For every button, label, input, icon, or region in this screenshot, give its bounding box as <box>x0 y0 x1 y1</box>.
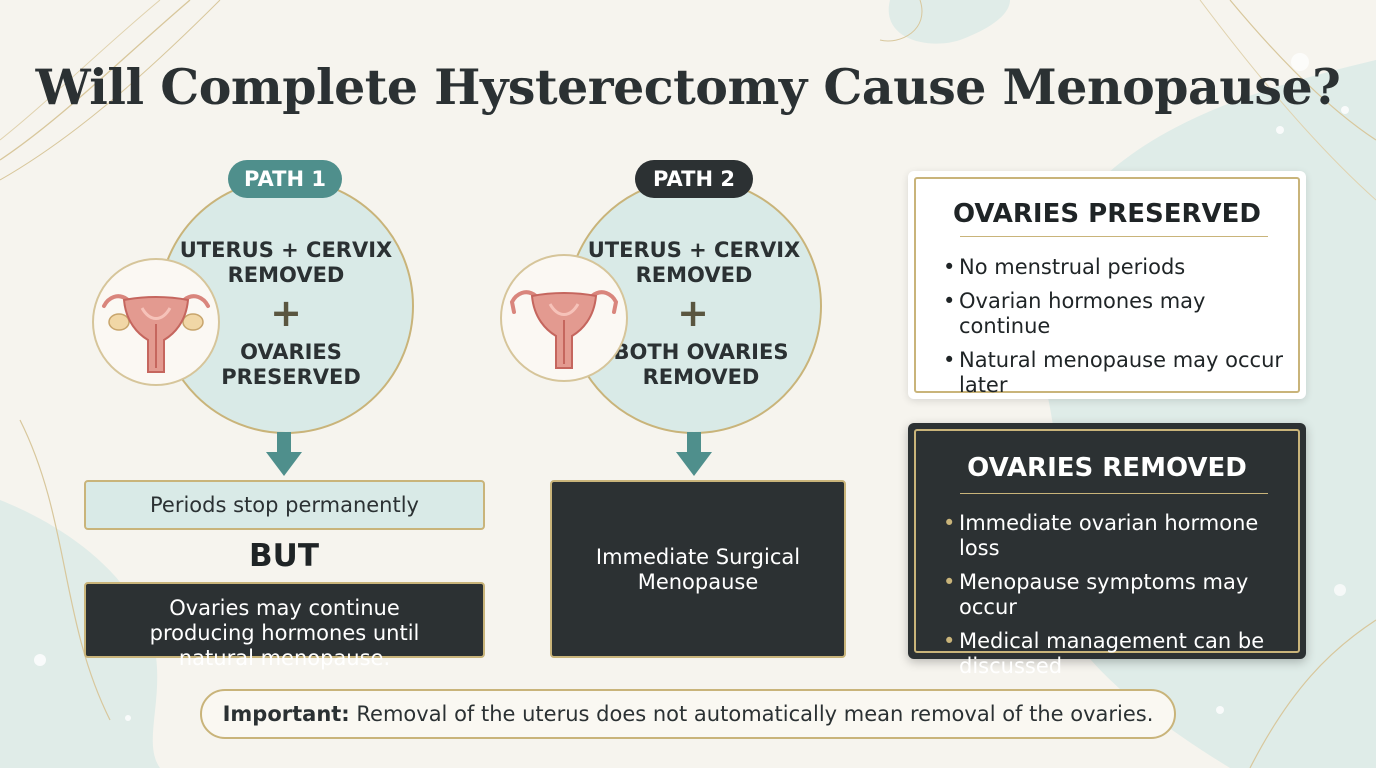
list-item: •Immediate ovarian hormone loss <box>943 511 1259 560</box>
list-item: •No menstrual periods <box>943 255 1186 279</box>
path2-down-arrow-icon <box>676 432 712 476</box>
path1-top-text: UTERUS + CERVIX REMOVED <box>179 238 393 287</box>
bullet-dot-icon: • <box>943 255 956 279</box>
list-item: •Medical management can be discussed <box>943 629 1265 678</box>
path1-down-arrow-icon <box>266 432 302 476</box>
important-text: Removal of the uterus does not automatic… <box>356 702 1154 726</box>
path1-note: Ovaries may continue producing hormones … <box>84 582 485 670</box>
path1-outcome: Periods stop permanently <box>84 480 485 530</box>
bullet-dot-icon: • <box>943 570 956 594</box>
uterus-with-ovaries-icon <box>102 294 210 373</box>
panel-divider <box>960 236 1268 237</box>
list-item: •Ovarian hormones may continue <box>943 289 1206 338</box>
path2-outcome-text: Immediate Surgical Menopause <box>595 545 801 594</box>
ovaries-removed-list: •Immediate ovarian hormone loss •Menopau… <box>942 511 1292 688</box>
important-note: Important: Removal of the uterus does no… <box>200 689 1176 739</box>
path1-note-text: Ovaries may continue producing hormones … <box>149 596 420 670</box>
bullet-dot-icon: • <box>943 629 956 653</box>
path1-badge: PATH 1 <box>228 160 342 198</box>
path1-organ-circle <box>92 258 220 386</box>
bullet-dot-icon: • <box>943 348 956 372</box>
path2-top-text: UTERUS + CERVIX REMOVED <box>587 238 801 287</box>
path1-plus-icon: + <box>270 291 302 335</box>
page-title: Will Complete Hysterectomy Cause Menopau… <box>35 58 1341 116</box>
list-item: •Menopause symptoms may occur <box>943 570 1249 619</box>
path2-organ-circle <box>500 254 628 382</box>
path2-outcome: Immediate Surgical Menopause <box>550 480 846 658</box>
ovaries-removed-panel: OVARIES REMOVED •Immediate ovarian hormo… <box>908 423 1306 678</box>
path2-badge: PATH 2 <box>635 160 753 198</box>
path1-bottom-text: OVARIES PRESERVED <box>221 340 361 389</box>
important-label: Important: <box>222 702 350 726</box>
uterus-without-ovaries-icon <box>509 290 619 369</box>
panel-divider <box>960 493 1268 494</box>
bullet-dot-icon: • <box>943 511 956 535</box>
path2-plus-icon: + <box>677 291 709 335</box>
path1-connector: BUT <box>249 538 319 574</box>
ovaries-removed-heading: OVARIES REMOVED <box>967 453 1247 483</box>
bullet-dot-icon: • <box>943 289 956 313</box>
ovaries-preserved-panel: OVARIES PRESERVED •No menstrual periods … <box>908 171 1306 399</box>
list-item: •Natural menopause may occur later <box>943 348 1284 397</box>
path2-bottom-text: BOTH OVARIES REMOVED <box>613 340 789 389</box>
ovaries-preserved-list: •No menstrual periods •Ovarian hormones … <box>942 255 1292 407</box>
ovaries-preserved-heading: OVARIES PRESERVED <box>953 199 1261 229</box>
path1-outcome-text: Periods stop permanently <box>149 493 419 517</box>
